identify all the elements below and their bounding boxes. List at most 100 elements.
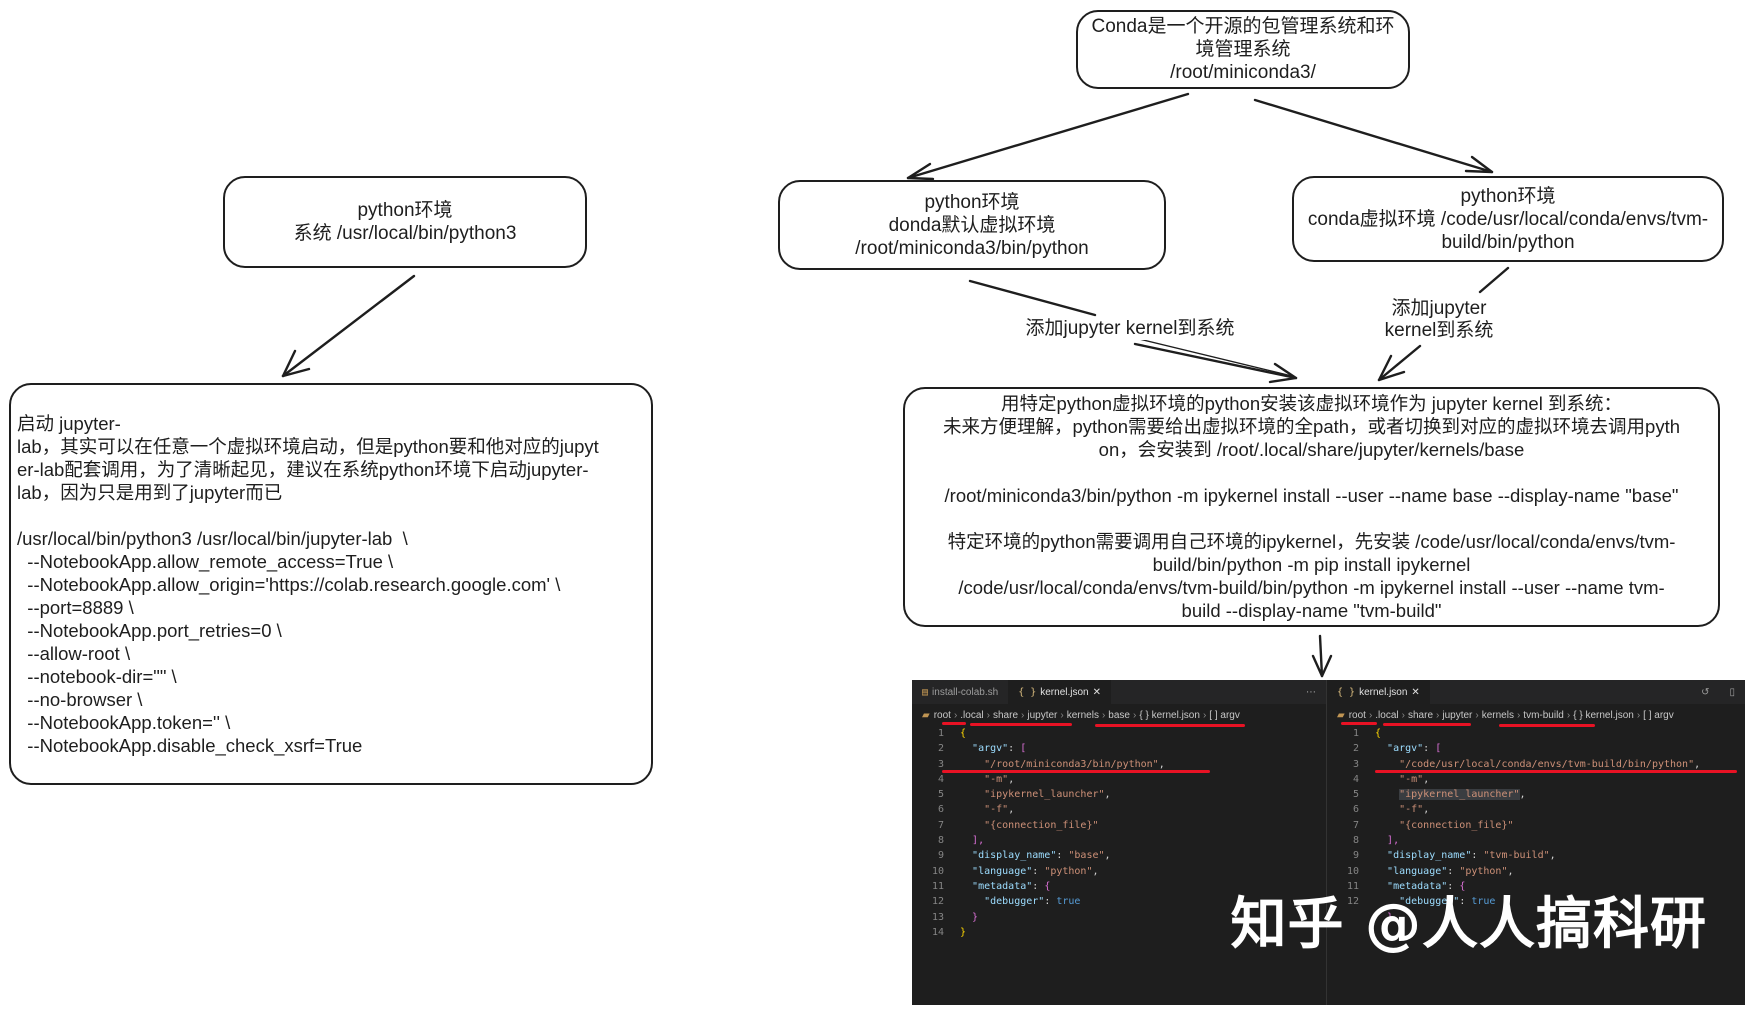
code-line: 12 "debugger": true: [912, 894, 1326, 909]
code-line: 7 "{connection_file}": [1327, 818, 1745, 833]
line-number: 13: [931, 911, 944, 923]
start-line: lab，因为只是用到了jupyter而已: [17, 481, 283, 503]
line-number: 12: [1346, 896, 1359, 908]
crumb[interactable]: share: [1407, 709, 1433, 721]
crumb[interactable]: kernels: [1066, 709, 1099, 721]
start-line: lab，其实可以在任意一个虚拟环境启动，但是python要和他对应的jupyt: [17, 435, 599, 457]
crumb[interactable]: root: [933, 709, 951, 721]
crumb[interactable]: root: [1348, 709, 1366, 721]
conda-default-line-3: /root/miniconda3/bin/python: [855, 237, 1089, 259]
line-number: 10: [931, 865, 944, 877]
breadcrumb: ▰ root› .local› share› jupyter› kernels›…: [1327, 704, 1745, 726]
chevron-right-icon: ›: [1516, 709, 1521, 721]
kernel-install-node: 用特定python虚拟环境的python安装该虚拟环境作为 jupyter ke…: [903, 387, 1720, 627]
code-editor-screenshot: ▤ install-colab.sh { } kernel.json ✕ ⋯ ▰…: [912, 680, 1745, 1005]
folder-icon: ▰: [1337, 709, 1345, 721]
conda-default-line-2: donda默认虚拟环境: [888, 214, 1056, 236]
code-token: {: [1375, 728, 1382, 739]
conda-virtual-line-1: python环境: [1460, 185, 1556, 207]
chevron-right-icon: ›: [1368, 709, 1373, 721]
code-lines: 1{ 2 "argv": [ 3 "/root/miniconda3/bin/p…: [912, 726, 1326, 940]
conda-line-2: 境管理系统: [1195, 39, 1291, 60]
kernel-line: /code/usr/local/conda/envs/tvm-build/bin…: [958, 577, 1665, 598]
conda-virtual-node: python环境 conda虚拟环境 /code/usr/local/conda…: [1292, 176, 1724, 262]
jupyter-start-node: 启动 jupyter- lab，其实可以在任意一个虚拟环境启动，但是python…: [9, 383, 653, 785]
red-underline: [1375, 770, 1737, 773]
crumb[interactable]: [ ] argv: [1209, 709, 1240, 721]
code-line: 10 "language": "python",: [1327, 864, 1745, 879]
crumb[interactable]: .local: [960, 709, 984, 721]
crumb[interactable]: [ ] argv: [1643, 709, 1674, 721]
editor-pane-tvm-build: { } kernel.json ✕ ↺ ▯ ▰ root› .local› sh…: [1327, 680, 1745, 1005]
start-line: --NotebookApp.token='' \: [17, 711, 231, 733]
code-line: 10 "language": "python",: [912, 864, 1326, 879]
code-token: "debugger": [1399, 896, 1460, 908]
code-line: 6 "-f",: [912, 802, 1326, 817]
chevron-right-icon: ›: [953, 709, 958, 721]
system-python-node: python环境 系统 /usr/local/bin/python3: [223, 176, 587, 268]
code-line: 2 "argv": [: [1327, 741, 1745, 756]
code-line: 11 "metadata": {: [912, 879, 1326, 894]
red-underline: [1095, 724, 1245, 727]
conda-line-3: /root/miniconda3/: [1170, 62, 1316, 83]
json-icon: { }: [1018, 686, 1037, 698]
code-token: "metadata": [1387, 880, 1448, 892]
chevron-right-icon: ›: [1566, 709, 1571, 721]
crumb[interactable]: tvm-build: [1523, 709, 1564, 721]
kernel-line: 用特定python虚拟环境的python安装该虚拟环境作为 jupyter ke…: [1001, 393, 1622, 414]
code-token: "{connection_file}": [984, 819, 1099, 831]
edge-label-line: kernel到系统: [1384, 320, 1494, 341]
code-line: 5 "ipykernel_launcher",: [912, 787, 1326, 802]
editor-tabbar: { } kernel.json ✕ ↺ ▯: [1327, 680, 1745, 704]
code-token: "/root/miniconda3/bin/python": [984, 758, 1159, 770]
arrow-kernel-to-code: [1318, 634, 1324, 678]
code-token: }: [960, 926, 967, 938]
chevron-right-icon: ›: [986, 709, 990, 721]
crumb[interactable]: base: [1108, 709, 1130, 721]
code-line: 8 ],: [1327, 833, 1745, 848]
code-token: "debugger": [984, 896, 1045, 908]
line-number: 6: [937, 804, 944, 816]
tab-kernel-json[interactable]: { } kernel.json ✕: [1008, 680, 1111, 704]
crumb[interactable]: jupyter: [1442, 709, 1473, 721]
watermark: 知乎 @人人搞科研: [1230, 892, 1707, 957]
start-line: --NotebookApp.port_retries=0 \: [17, 619, 282, 641]
start-line: er-lab配套调用，为了清晰起见，建议在系统python环境下启动jupyte…: [17, 458, 589, 480]
crumb[interactable]: jupyter: [1027, 709, 1058, 721]
code-line: 9 "display_name": "tvm-build",: [1327, 848, 1745, 863]
tab-install-colab[interactable]: ▤ install-colab.sh: [912, 680, 1008, 704]
red-underline: [970, 723, 1072, 726]
code-line: 7 "{connection_file}": [912, 818, 1326, 833]
tab-kernel-json[interactable]: { } kernel.json ✕: [1327, 680, 1430, 704]
tab-label: kernel.json: [1040, 686, 1089, 698]
code-token: "metadata": [972, 880, 1033, 892]
editor-pane-base: ▤ install-colab.sh { } kernel.json ✕ ⋯ ▰…: [912, 680, 1327, 1005]
code-token: "-m": [984, 773, 1009, 785]
red-underline: [1499, 724, 1595, 727]
close-icon[interactable]: ✕: [1092, 686, 1101, 698]
history-icon[interactable]: ↺: [1701, 686, 1710, 698]
close-icon[interactable]: ✕: [1411, 686, 1420, 698]
split-editor-icon[interactable]: ▯: [1729, 686, 1735, 698]
crumb[interactable]: kernels: [1481, 709, 1514, 721]
line-number: 8: [1352, 835, 1359, 847]
code-lines: 1{ 2 "argv": [ 3 "/code/usr/local/conda/…: [1327, 726, 1745, 925]
arrow-virtual-to-kernel: [1377, 266, 1510, 382]
start-line: /usr/local/bin/python3 /usr/local/bin/ju…: [17, 527, 408, 549]
crumb[interactable]: { } kernel.json: [1573, 709, 1634, 721]
code-line: 1{: [912, 726, 1326, 741]
code-token: "display_name": [972, 850, 1057, 862]
code-token: "display_name": [1387, 850, 1472, 862]
crumb[interactable]: { } kernel.json: [1139, 709, 1200, 721]
code-token: "language": [972, 865, 1033, 877]
tab-label: install-colab.sh: [932, 686, 999, 698]
line-number: 9: [1352, 850, 1359, 862]
crumb[interactable]: share: [992, 709, 1018, 721]
crumb[interactable]: .local: [1375, 709, 1399, 721]
more-actions-icon[interactable]: ⋯: [1306, 686, 1316, 698]
chevron-right-icon: ›: [1401, 709, 1405, 721]
start-line: --NotebookApp.allow_remote_access=True \: [17, 550, 394, 572]
json-icon: { }: [1337, 686, 1356, 698]
code-token: {: [960, 728, 967, 739]
code-token: "-m": [1399, 773, 1424, 785]
